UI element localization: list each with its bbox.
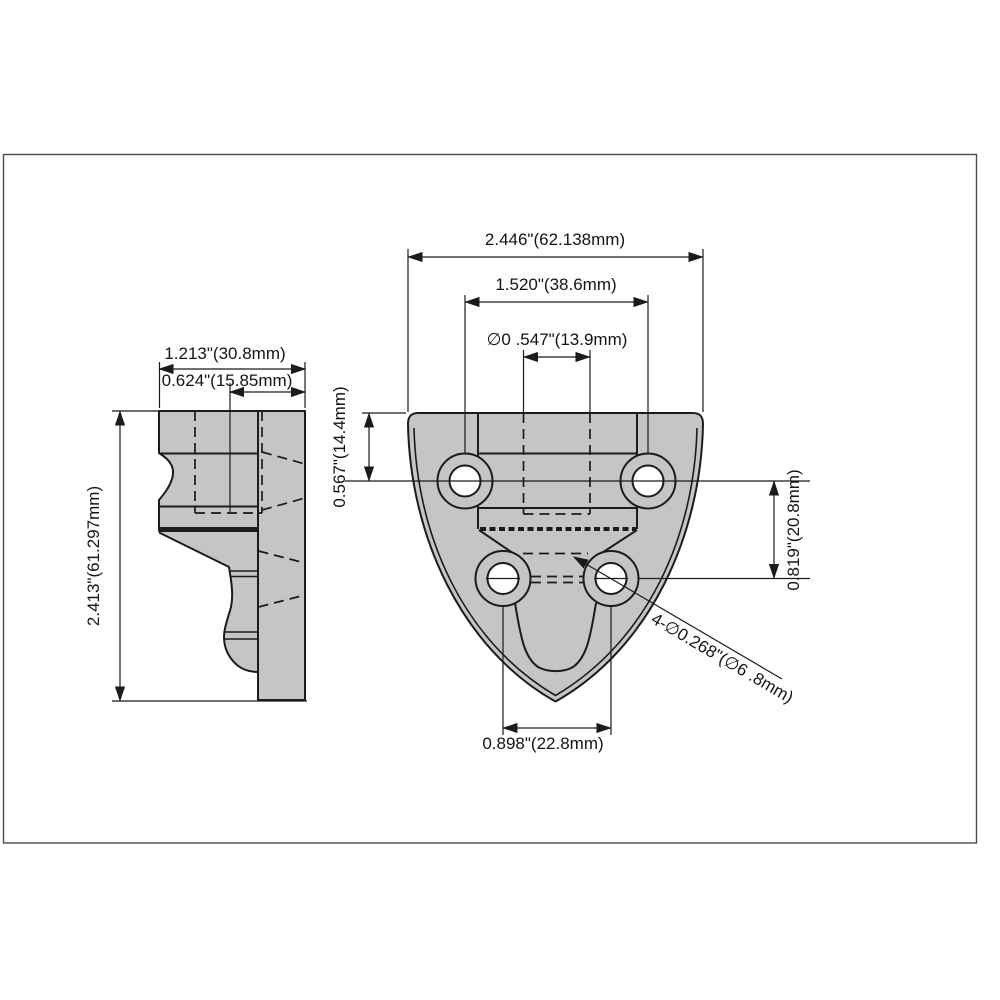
dim-side-overall-depth: 1.213"(30.8mm) [158,344,307,408]
dim-front-hole-spacing-top: 1.520"(38.6mm) [464,275,649,308]
dim-side-overall-height: 2.413"(61.297mm) [84,410,307,702]
dim-front-boss-diameter: ∅0 .547"(13.9mm) [487,330,628,412]
dim-front-edge-to-hole: 0.567"(14.4mm) [330,386,406,508]
mount-holes [436,452,677,607]
shield-inner-edge [413,427,698,697]
dim-side-step-depth: 0.624"(15.85mm) [162,371,307,398]
dim-front-boss-diameter-label: ∅0 .547"(13.9mm) [487,330,628,349]
hidden-countersink-bottom-1 [258,550,306,564]
dim-side-overall-height-label: 2.413"(61.297mm) [84,486,103,626]
tongue-outline [514,602,597,673]
dim-front-overall-width: 2.446"(62.138mm) [407,230,704,412]
dim-front-overall-width-label: 2.446"(62.138mm) [485,230,625,249]
dim-front-hole-spacing-bottom: 0.898"(22.8mm) [482,722,612,753]
dim-front-hole-spacing-bottom-label: 0.898"(22.8mm) [482,734,603,753]
dim-front-hole-row-spacing: 0.819"(20.8mm) [768,469,803,591]
hidden-countersink-bottom-2 [258,594,306,608]
front-view: 2.446"(62.138mm) 1.520"(38.6mm) ∅0 .547"… [330,230,810,753]
hidden-countersink-top-1 [261,451,306,465]
dim-side-step-depth-label: 0.624"(15.85mm) [162,371,293,390]
dim-front-hole-row-spacing-label: 0.819"(20.8mm) [784,469,803,590]
drawing-border [2,153,978,844]
dim-front-hole-spacing-top-label: 1.520"(38.6mm) [495,275,616,294]
side-view: 1.213"(30.8mm) 0.624"(15.85mm) 2.413"(61… [84,344,307,702]
dim-front-hole-callout-label: 4-∅0.268"(∅6 .8mm) [648,609,797,707]
dim-side-overall-depth-label: 1.213"(30.8mm) [164,344,285,363]
hidden-countersink-top-2 [261,497,306,511]
dim-front-edge-to-hole-label: 0.567"(14.4mm) [330,386,349,507]
